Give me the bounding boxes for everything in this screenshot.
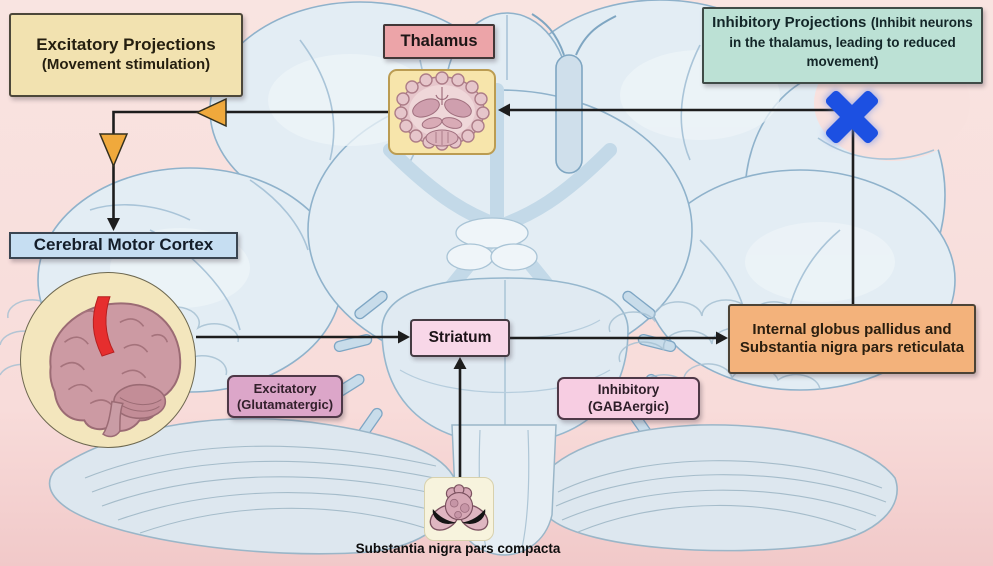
substantia-nigra-crescents (432, 509, 486, 524)
excitatory-projections-subtitle: (Movement stimulation) (41, 56, 211, 74)
cerebellum (48, 417, 898, 555)
excitatory-projections-box: Excitatory Projections (Movement stimula… (9, 13, 243, 97)
midbrain-section-illustration (429, 484, 489, 531)
thalamus-image-box (388, 69, 496, 155)
striatum-label: Striatum (410, 319, 510, 357)
lateral-brain-illustration (49, 296, 182, 438)
cerebellum-slice (425, 129, 459, 147)
igp-snr-text: Internal globus pallidus and Substantia … (739, 320, 965, 356)
excitatory-glutamatergic-label: Excitatory (Glutamatergic) (227, 375, 343, 418)
excitatory-pathway-title: Excitatory (253, 380, 317, 396)
inhibitory-pathway-subtitle: (GABAergic) (587, 398, 669, 414)
thalamus-label: Thalamus (383, 24, 495, 59)
inhibitory-projections-title: Inhibitory Projections (712, 14, 867, 31)
cerebral-motor-cortex-text: Cerebral Motor Cortex (33, 235, 214, 255)
snc-image-box (424, 477, 494, 541)
excitatory-projections-title: Excitatory Projections (36, 35, 216, 55)
mini-brainstem (102, 400, 124, 438)
motor-cortex-brain-circle (20, 272, 196, 448)
cerebral-motor-cortex-label: Cerebral Motor Cortex (9, 232, 238, 259)
inhibitory-projections-box: Inhibitory Projections (Inhibit neurons … (702, 7, 983, 84)
thalamus-label-text: Thalamus (400, 32, 478, 51)
striatum-text: Striatum (428, 328, 492, 346)
excitatory-pathway-subtitle: (Glutamatergic) (236, 396, 334, 412)
mini-cerebellum (113, 383, 167, 420)
snc-caption: Substantia nigra pars compacta (332, 539, 584, 559)
coronal-brain-section-illustration (394, 71, 490, 151)
igp-snr-box: Internal globus pallidus and Substantia … (728, 304, 976, 374)
inhibitory-pathway-title: Inhibitory (597, 382, 660, 398)
inhibitory-gabaergic-label: Inhibitory (GABAergic) (557, 377, 700, 420)
motor-strip-highlight (92, 296, 115, 357)
inhibitory-projections-subtitle: (Inhibit neurons in the thalamus, leadin… (729, 15, 973, 70)
snc-caption-text: Substantia nigra pars compacta (355, 540, 561, 556)
